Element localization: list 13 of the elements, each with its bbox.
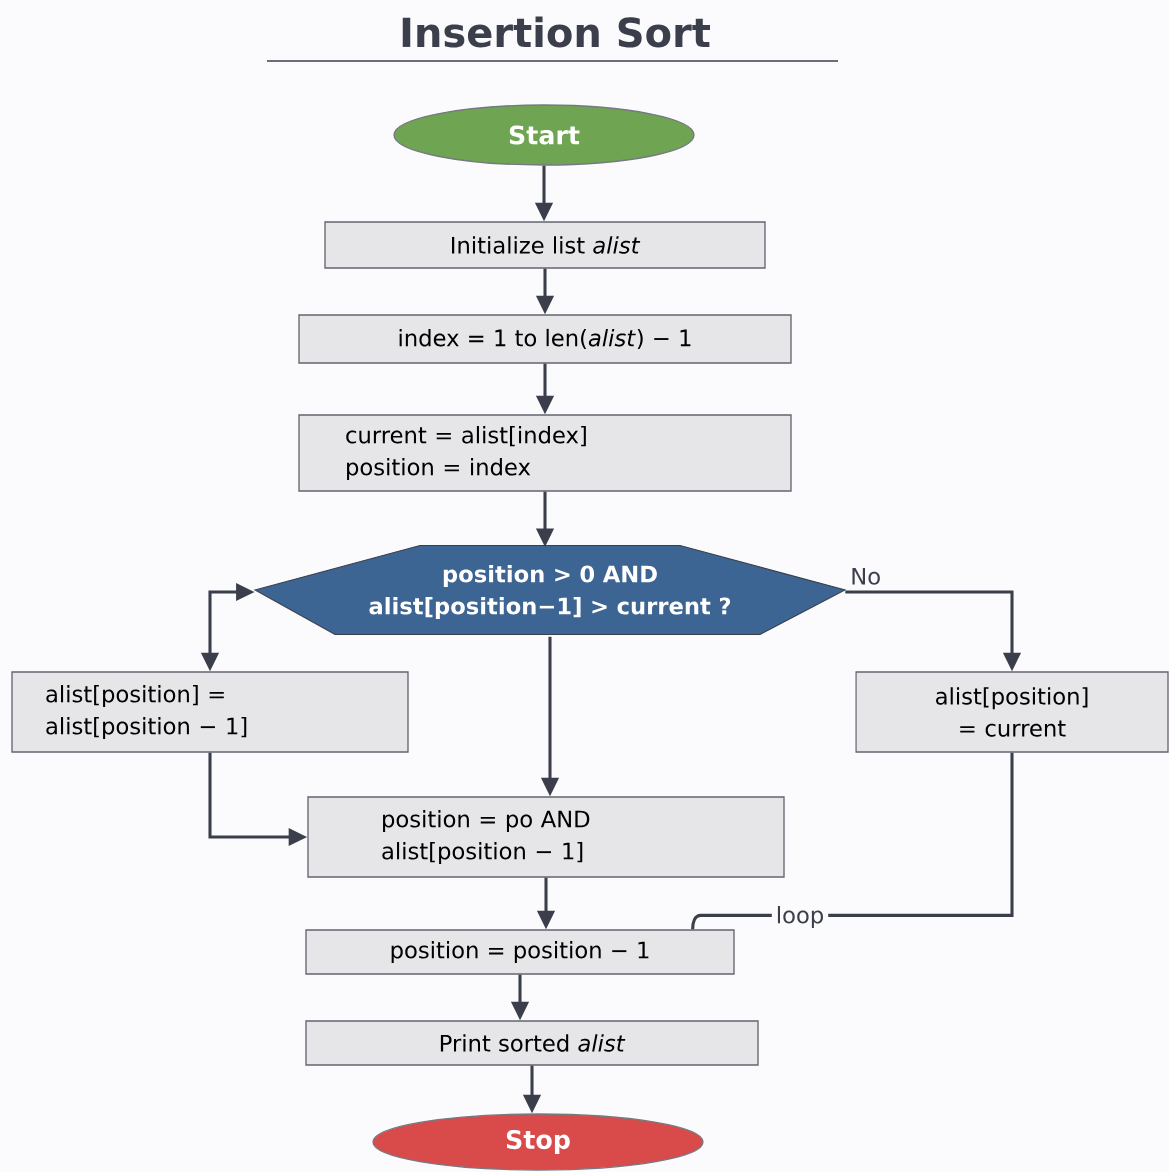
process-box: alist[position] = current (855, 671, 1169, 753)
process-box: current = alist[index] position = index (298, 414, 792, 492)
terminal-oval: Stop (372, 1113, 704, 1171)
process-box: Print sorted alist (305, 1020, 759, 1066)
terminal-oval: Start (393, 104, 695, 166)
process-box: index = 1 to len(alist) − 1 (298, 314, 792, 364)
edge-label: loop (771, 902, 829, 932)
process-box: position = po AND alist[position − 1] (307, 796, 785, 878)
process-box: Initialize list alist (324, 221, 766, 269)
process-box: alist[position] = alist[position − 1] (11, 671, 409, 753)
title: Insertion Sort (402, 16, 710, 48)
process-box: position = position − 1 (305, 929, 735, 975)
edge-label: No (846, 563, 886, 589)
